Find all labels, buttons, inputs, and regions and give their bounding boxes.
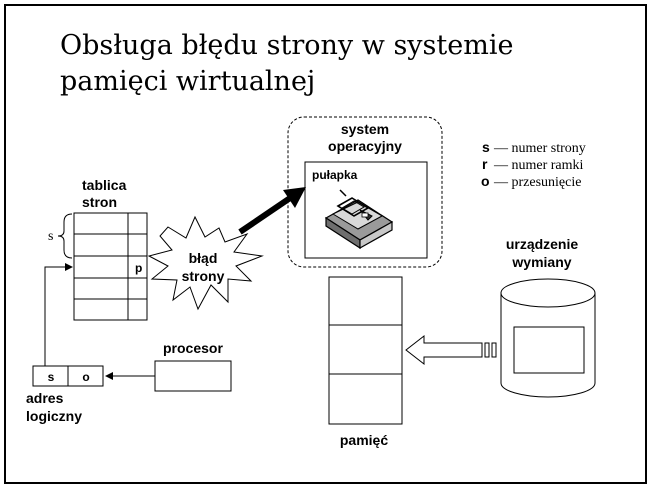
page-fault-star xyxy=(147,215,264,311)
page-fault-label-line2: strony xyxy=(182,268,225,284)
swap-device-label-line2: wymiany xyxy=(511,254,571,270)
memory-block xyxy=(328,276,403,425)
swap-device-cylinder xyxy=(500,278,596,398)
logical-address-o: o xyxy=(82,370,89,384)
logical-address-label-line1: adres xyxy=(26,390,64,406)
logical-address-label-line2: logiczny xyxy=(26,408,82,424)
legend-text-s: — numer strony xyxy=(493,141,586,156)
page-table-label-line2: stron xyxy=(82,194,117,210)
legend-key-s: s xyxy=(482,139,490,155)
logical-address-box xyxy=(32,365,104,387)
slide-frame xyxy=(4,4,647,484)
legend-text-r: — numer ramki xyxy=(493,158,584,173)
mousetrap-icon xyxy=(324,189,394,250)
memory-label: pamięć xyxy=(340,432,388,448)
page-table xyxy=(73,212,148,321)
legend: s — numer strony r — numer ramki o — prz… xyxy=(481,139,586,190)
legend-text-o: — przesunięcie xyxy=(493,175,581,190)
os-label-line2: operacyjny xyxy=(328,138,402,154)
processor-label: procesor xyxy=(163,340,223,356)
legend-key-r: r xyxy=(482,156,488,172)
page-table-p-label: p xyxy=(135,261,142,275)
s-brace-label: s xyxy=(48,229,53,244)
page-table-label-line1: tablica xyxy=(82,177,127,193)
legend-key-o: o xyxy=(481,173,490,189)
page-fault-label-line1: błąd xyxy=(189,250,218,266)
os-label-line1: system xyxy=(341,121,389,137)
swap-device-label-line1: urządzenie xyxy=(506,236,579,252)
swap-to-memory-arrow xyxy=(405,334,497,366)
processor-box xyxy=(154,360,232,392)
slide-title: Obsługa błędu strony w systemie pamięci … xyxy=(60,30,514,97)
logical-address-s: s xyxy=(48,370,55,384)
address-to-table-arrow xyxy=(44,263,73,366)
trap-label: pułapka xyxy=(312,168,358,182)
fault-to-os-arrow xyxy=(238,191,298,235)
s-brace xyxy=(57,213,73,259)
